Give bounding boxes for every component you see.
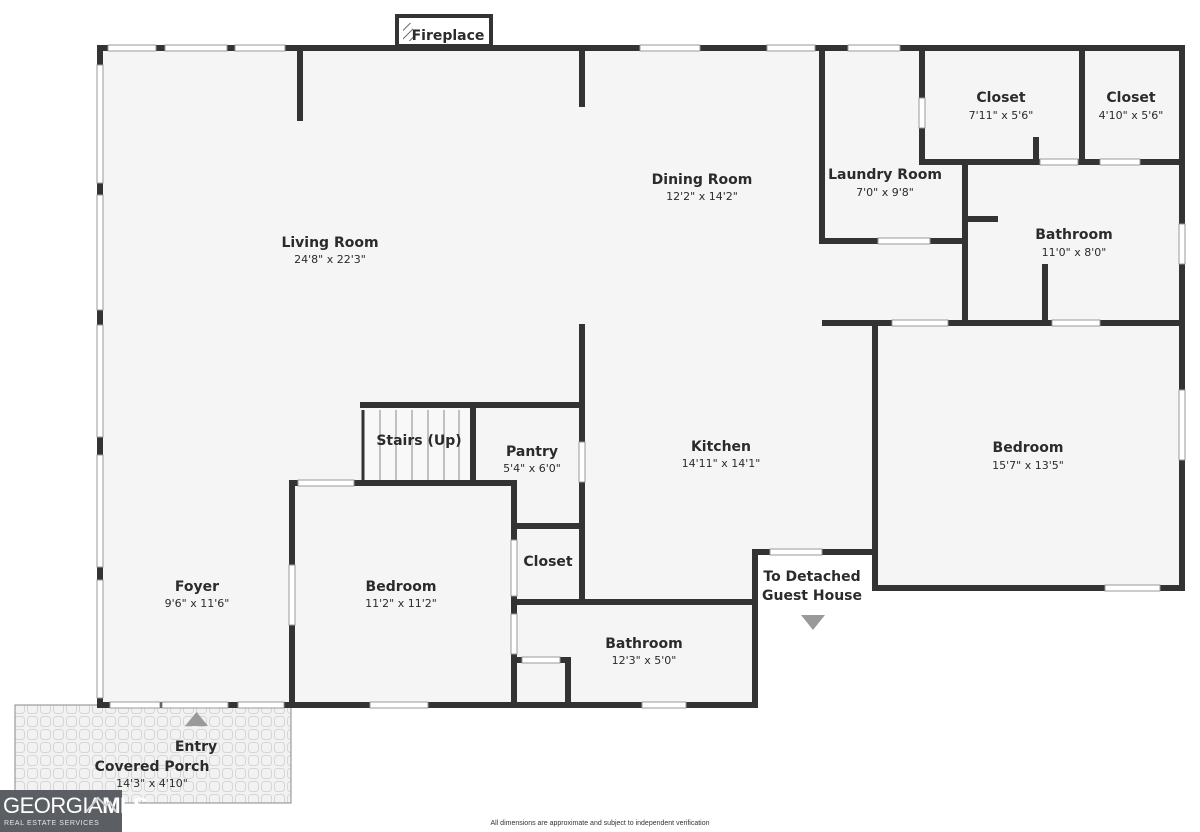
room-name: Pantry xyxy=(506,444,558,460)
room-name: Closet xyxy=(1106,90,1156,106)
room-bathroom-bottom: Bathroom 12'3" x 5'0" xyxy=(605,636,683,667)
stairs-treads xyxy=(361,405,473,483)
room-dims: 11'0" x 8'0" xyxy=(1042,246,1107,259)
room-dims: 7'11" x 5'6" xyxy=(969,109,1034,122)
room-bathroom-right: Bathroom 11'0" x 8'0" xyxy=(1035,227,1113,259)
room-name: Kitchen xyxy=(691,439,751,455)
room-dims: 4'10" x 5'6" xyxy=(1099,109,1164,122)
guest-house-label: To Detached Guest House xyxy=(762,569,862,604)
room-name: Closet xyxy=(976,90,1026,106)
covered-porch-area xyxy=(14,704,292,804)
room-laundry: Laundry Room 7'0" x 9'8" xyxy=(828,167,942,199)
room-foyer: Foyer 9'6" x 11'6" xyxy=(165,579,230,610)
logo-brand-bold: MLS xyxy=(102,793,148,818)
fireplace: Fireplace xyxy=(395,14,493,48)
room-dims: 5'4" x 6'0" xyxy=(503,462,561,475)
room-name: Living Room xyxy=(281,235,378,251)
room-covered-porch: Entry Covered Porch 14'3" x 4'10" xyxy=(95,739,218,790)
room-name: Covered Porch xyxy=(95,759,210,775)
room-bedroom-right: Bedroom 15'7" x 13'5" xyxy=(992,440,1064,472)
room-dims: 9'6" x 11'6" xyxy=(165,597,230,610)
logo-brand-light: GEORGIA xyxy=(3,793,103,818)
room-name: Bathroom xyxy=(1035,227,1113,243)
floor-area xyxy=(100,48,1182,705)
room-name: Dining Room xyxy=(652,172,753,188)
fireplace-label: Fireplace xyxy=(412,28,485,44)
room-stairs: Stairs (Up) xyxy=(376,433,461,449)
room-kitchen: Kitchen 14'11" x 14'1" xyxy=(682,439,761,470)
logo-wordmark: GEORGIAMLS xyxy=(3,793,148,819)
room-name: Bathroom xyxy=(605,636,683,652)
dimension-disclaimer: All dimensions are approximate and subje… xyxy=(490,820,710,827)
room-dining: Dining Room 12'2" x 14'2" xyxy=(652,172,753,203)
guest-house-line-1: To Detached xyxy=(763,569,860,585)
room-name: Laundry Room xyxy=(828,167,942,183)
room-closet-1: Closet 7'11" x 5'6" xyxy=(969,90,1034,122)
logo-roof-icon xyxy=(85,796,117,813)
room-dims: 11'2" x 11'2" xyxy=(365,597,437,610)
entry-label: Entry xyxy=(175,739,217,755)
logo-tagline: REAL ESTATE SERVICES xyxy=(4,820,100,827)
room-name: Bedroom xyxy=(366,579,437,595)
room-dims: 24'8" x 22'3" xyxy=(294,253,366,266)
room-living: Living Room 24'8" x 22'3" xyxy=(281,235,378,266)
room-name: Bedroom xyxy=(993,440,1064,456)
room-dims: 7'0" x 9'8" xyxy=(856,186,914,199)
room-dims: 14'11" x 14'1" xyxy=(682,457,761,470)
room-name: Closet xyxy=(523,554,573,570)
georgia-mls-logo: GEORGIAMLS REAL ESTATE SERVICES xyxy=(0,790,148,832)
guest-house-arrow-icon xyxy=(801,615,825,630)
room-dims: 12'3" x 5'0" xyxy=(612,654,677,667)
entry-arrow-icon xyxy=(185,712,208,726)
room-closet-2: Closet 4'10" x 5'6" xyxy=(1099,90,1164,122)
guest-house-line-2: Guest House xyxy=(762,588,862,604)
room-closet-small: Closet xyxy=(523,554,573,570)
windows xyxy=(96,44,1186,709)
room-name: Foyer xyxy=(175,579,219,595)
room-dims: 15'7" x 13'5" xyxy=(992,459,1064,472)
room-dims: 12'2" x 14'2" xyxy=(666,190,738,203)
room-dims: 14'3" x 4'10" xyxy=(116,777,188,790)
room-name: Stairs (Up) xyxy=(376,433,461,449)
room-bedroom-center: Bedroom 11'2" x 11'2" xyxy=(365,579,437,610)
room-pantry: Pantry 5'4" x 6'0" xyxy=(503,444,561,475)
